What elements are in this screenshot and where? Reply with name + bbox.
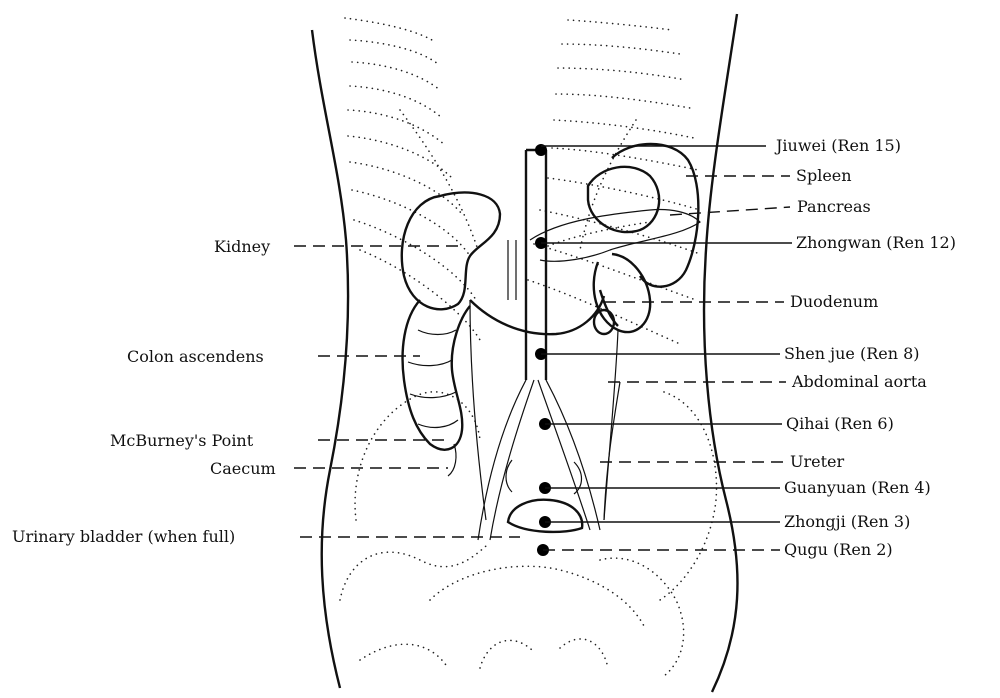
label-kidney: Kidney	[214, 237, 270, 256]
label-zhongwan: Zhongwan (Ren 12)	[796, 233, 956, 252]
label-zhongji: Zhongji (Ren 3)	[784, 512, 910, 531]
right-kidney	[594, 254, 650, 332]
kidney	[402, 193, 500, 310]
label-caecum: Caecum	[210, 459, 276, 478]
label-mcburney-point: McBurney's Point	[110, 431, 254, 450]
body-outline	[312, 14, 738, 692]
label-spleen: Spleen	[796, 166, 852, 185]
label-qugu: Qugu (Ren 2)	[784, 540, 893, 559]
pelvis	[340, 392, 717, 676]
label-duodenum: Duodenum	[790, 292, 878, 311]
label-jiuwei: Jiuwei (Ren 15)	[774, 136, 901, 155]
label-ureter: Ureter	[790, 452, 845, 471]
label-pancreas: Pancreas	[797, 197, 871, 216]
colon-ascendens	[403, 300, 470, 476]
ren-points	[535, 144, 551, 556]
label-colon-ascendens: Colon ascendens	[127, 347, 264, 366]
label-shenjue: Shen jue (Ren 8)	[784, 344, 920, 363]
label-qihai: Qihai (Ren 6)	[786, 414, 894, 433]
label-abdominal-aorta: Abdominal aorta	[791, 372, 927, 391]
label-guanyuan: Guanyuan (Ren 4)	[784, 478, 931, 497]
label-urinary-bladder: Urinary bladder (when full)	[12, 527, 235, 546]
rib-cage	[345, 18, 700, 344]
